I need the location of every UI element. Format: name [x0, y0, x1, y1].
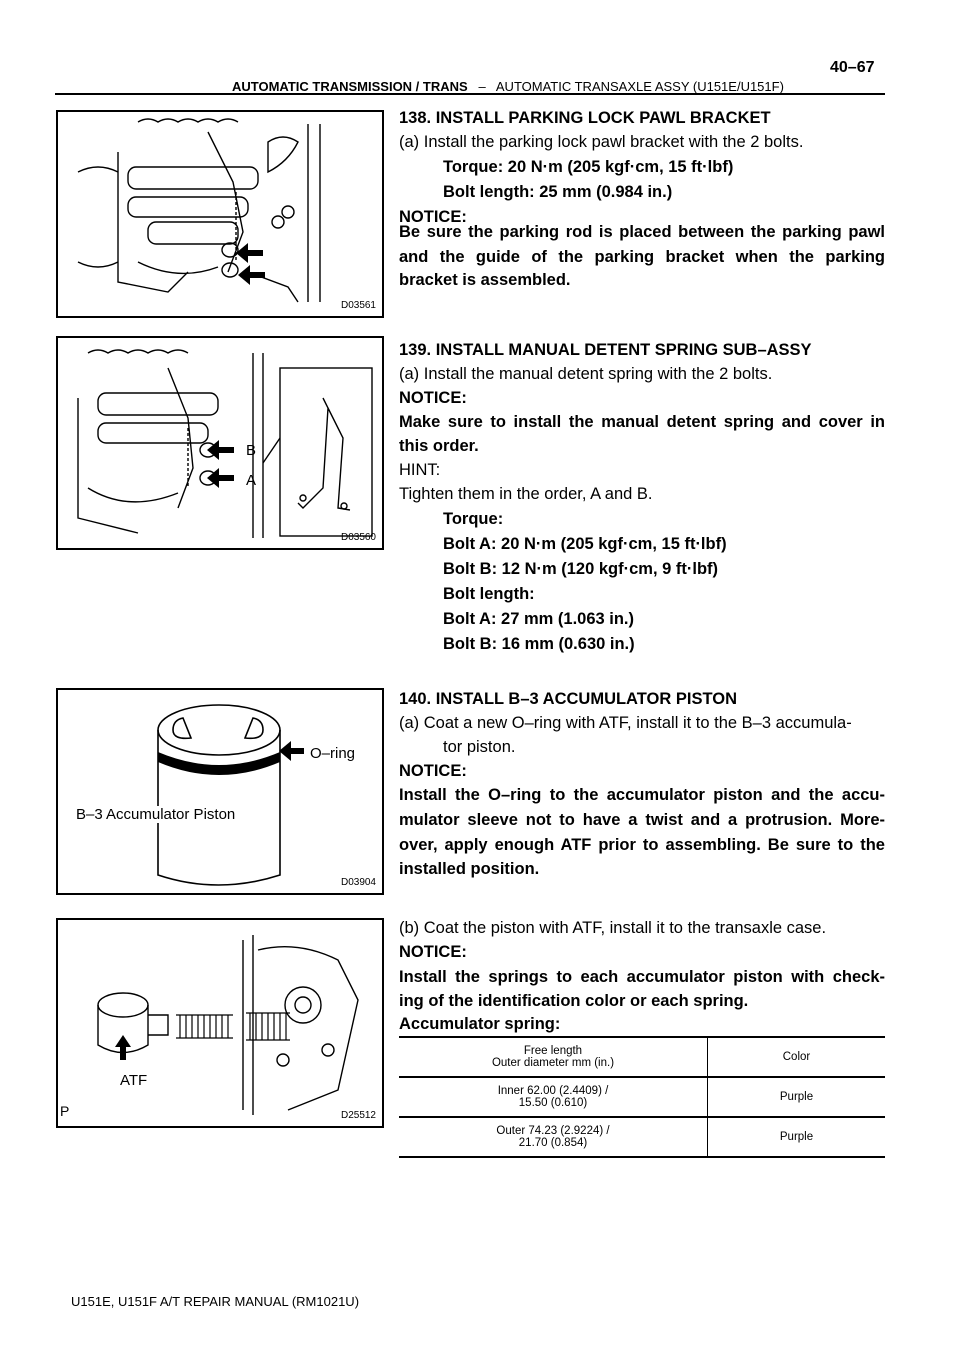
- cell-line: 15.50 (0.610): [518, 1097, 588, 1109]
- spring-size-cell: Outer 74.23 (2.9224) / 21.70 (0.854): [399, 1116, 708, 1158]
- table-header-row: Free length Outer diameter mm (in.) Colo…: [399, 1036, 885, 1078]
- notice-line: Install the O–ring to the accumulator pi…: [399, 786, 885, 804]
- atf-label: ATF: [120, 1072, 148, 1089]
- notice-line: Install the springs to each accumulator …: [399, 968, 885, 986]
- cell-line: Inner 62.00 (2.4409) /: [497, 1085, 609, 1097]
- notice-line: Make sure to install the manual detent s…: [399, 413, 885, 431]
- bolt-a-torque: Bolt A: 20 N·m (205 kgf·cm, 15 ft·lbf): [443, 535, 727, 553]
- step-138-notice-label: NOTICE:: [399, 208, 467, 226]
- header-subsection: AUTOMATIC TRANSAXLE ASSY (U151E/U151F): [495, 79, 784, 94]
- bolt-a-label: A: [246, 472, 257, 489]
- step-138-torque: Torque: 20 N·m (205 kgf·cm, 15 ft·lbf): [443, 158, 734, 176]
- step-139-notice-label: NOTICE:: [399, 389, 467, 407]
- notice-line: installed position.: [399, 860, 540, 878]
- step-140-notice-label: NOTICE:: [399, 762, 467, 780]
- piston-spring-illustration: [97, 935, 359, 1115]
- cell-line: Outer 74.23 (2.9224) /: [496, 1125, 610, 1137]
- bolt-length-label: Bolt length:: [443, 585, 535, 603]
- header-separator: –: [478, 79, 486, 94]
- notice-line: ing of the identification color or each …: [399, 992, 749, 1010]
- figure-code: D03560: [340, 532, 376, 543]
- figure-transaxle-case: ATF P D25512: [56, 918, 384, 1128]
- notice-line: mulator sleeve not to have a twist and a…: [399, 811, 885, 829]
- o-ring-label: O–ring: [310, 745, 356, 762]
- running-header: AUTOMATIC TRANSMISSION / TRANS – AUTOMAT…: [232, 79, 784, 94]
- figure-code: D25512: [340, 1110, 376, 1121]
- header-line: Free length: [523, 1045, 583, 1057]
- spring-color-cell: Purple: [707, 1116, 885, 1158]
- page-footer: U151E, U151F A/T REPAIR MANUAL (RM1021U): [71, 1294, 360, 1309]
- page-number: 40–67: [830, 59, 875, 76]
- header-line: Outer diameter mm (in.): [491, 1057, 615, 1069]
- accumulator-spring-table: Free length Outer diameter mm (in.) Colo…: [399, 1036, 885, 1158]
- notice-line: Be sure the parking rod is placed betwee…: [399, 223, 885, 241]
- detent-spring-illustration: [77, 349, 373, 538]
- header-free-length: Free length Outer diameter mm (in.): [399, 1036, 708, 1078]
- bolt-a-length: Bolt A: 27 mm (1.063 in.): [443, 610, 635, 628]
- view-label-p: P: [60, 1103, 70, 1119]
- figure-parking-lock-pawl-bracket: D03561: [56, 110, 384, 318]
- header-section: AUTOMATIC TRANSMISSION / TRANS: [232, 79, 468, 94]
- bolt-b-label: B: [246, 442, 257, 459]
- step-140-a-line2: tor piston.: [443, 738, 516, 756]
- step-138-title: 138. INSTALL PARKING LOCK PAWL BRACKET: [399, 109, 771, 127]
- notice-line: this order.: [399, 437, 479, 455]
- notice-line: bracket is assembled.: [399, 271, 571, 289]
- figure-code: D03561: [340, 300, 376, 311]
- parking-bracket-illustration: [77, 118, 321, 303]
- cell-line: 21.70 (0.854): [518, 1137, 588, 1149]
- step-138-notice: Be sure the parking rod is placed betwee…: [399, 220, 885, 270]
- step-140-b: (b) Coat the piston with ATF, install it…: [399, 919, 827, 937]
- step-140-a-line1: (a) Coat a new O–ring with ATF, install …: [399, 714, 852, 732]
- step-140-notice2-label: NOTICE:: [399, 943, 467, 961]
- header-rule: [55, 93, 885, 95]
- step-139-hint: Tighten them in the order, A and B.: [399, 485, 653, 503]
- spring-color-cell: Purple: [707, 1076, 885, 1118]
- figure-code: D03904: [340, 877, 376, 888]
- notice-line: and the guide of the parking bracket whe…: [399, 248, 885, 266]
- header-color: Color: [707, 1036, 885, 1078]
- step-139-title: 139. INSTALL MANUAL DETENT SPRING SUB–AS…: [399, 341, 812, 359]
- bolt-b-length: Bolt B: 16 mm (0.630 in.): [443, 635, 635, 653]
- step-140-title: 140. INSTALL B–3 ACCUMULATOR PISTON: [399, 690, 737, 708]
- table-row: Outer 74.23 (2.9224) / 21.70 (0.854) Pur…: [399, 1116, 885, 1158]
- accumulator-piston-illustration: [157, 704, 304, 886]
- step-138-a: (a) Install the parking lock pawl bracke…: [399, 133, 804, 151]
- figure-manual-detent-spring: B A D03560: [56, 336, 384, 550]
- figure-accumulator-piston: O–ring B–3 Accumulator Piston D03904: [56, 688, 384, 895]
- table-row: Inner 62.00 (2.4409) / 15.50 (0.610) Pur…: [399, 1076, 885, 1118]
- step-139-torque-label: Torque:: [443, 510, 504, 528]
- accumulator-spring-label: Accumulator spring:: [399, 1015, 561, 1033]
- piston-label: B–3 Accumulator Piston: [76, 806, 236, 823]
- step-139-hint-label: HINT:: [399, 461, 441, 479]
- step-139-a: (a) Install the manual detent spring wit…: [399, 365, 773, 383]
- spring-size-cell: Inner 62.00 (2.4409) / 15.50 (0.610): [399, 1076, 708, 1118]
- notice-line: over, apply enough ATF prior to assembli…: [399, 836, 885, 854]
- bolt-b-torque: Bolt B: 12 N·m (120 kgf·cm, 9 ft·lbf): [443, 560, 719, 578]
- step-138-bolt-length: Bolt length: 25 mm (0.984 in.): [443, 183, 673, 201]
